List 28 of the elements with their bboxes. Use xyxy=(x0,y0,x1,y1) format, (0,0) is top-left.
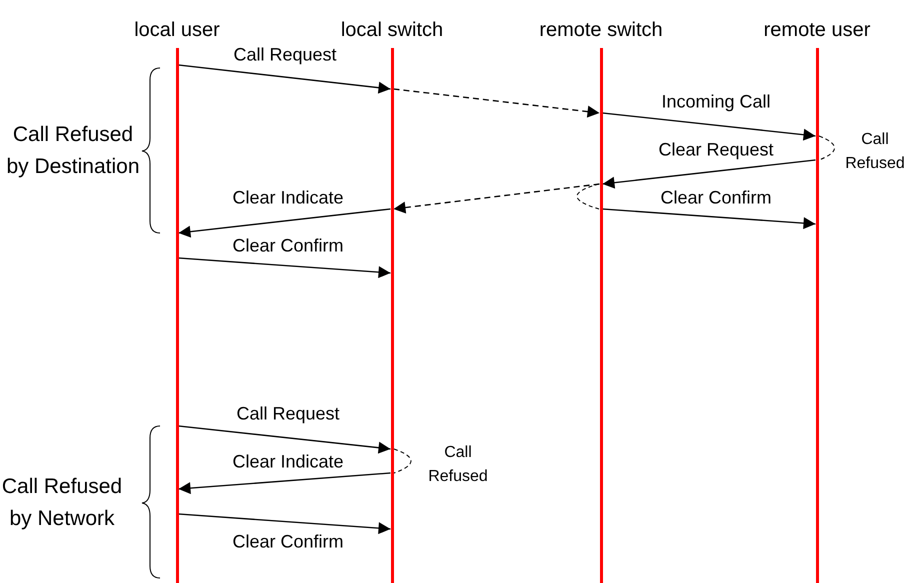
lifeline-title: remote switch xyxy=(539,18,663,42)
lifeline-title: local user xyxy=(134,18,220,42)
message-arrow xyxy=(178,208,391,238)
message-arrow xyxy=(178,513,391,534)
message-arrow xyxy=(602,208,816,230)
lifeline-title: local switch xyxy=(340,18,444,42)
message-label: Clear Confirm xyxy=(232,532,344,552)
message-arrow xyxy=(178,257,391,278)
message-arrow xyxy=(393,183,600,214)
note-text: Call Refused xyxy=(427,443,489,487)
message-label: Clear Request xyxy=(658,140,774,160)
message-arrow xyxy=(393,88,600,118)
message-label: Call Request xyxy=(236,404,340,424)
message-label: Clear Confirm xyxy=(660,188,772,208)
note-text: Call Refused xyxy=(844,130,906,174)
message-label: Clear Indicate xyxy=(232,452,344,472)
message-arrow xyxy=(602,159,816,189)
message-arrow xyxy=(178,425,391,454)
scenario-label: Call Refused by Network xyxy=(0,474,124,532)
message-label: Clear Confirm xyxy=(232,236,344,256)
scenario-label: Call Refused by Destination xyxy=(5,122,141,180)
message-arrow xyxy=(178,472,391,494)
message-label: Call Request xyxy=(233,44,337,66)
message-label: Incoming Call xyxy=(661,92,771,112)
message-label: Clear Indicate xyxy=(232,188,344,208)
message-arrow xyxy=(602,112,816,141)
lifeline-title: remote user xyxy=(764,18,870,42)
message-arrow xyxy=(178,64,391,94)
